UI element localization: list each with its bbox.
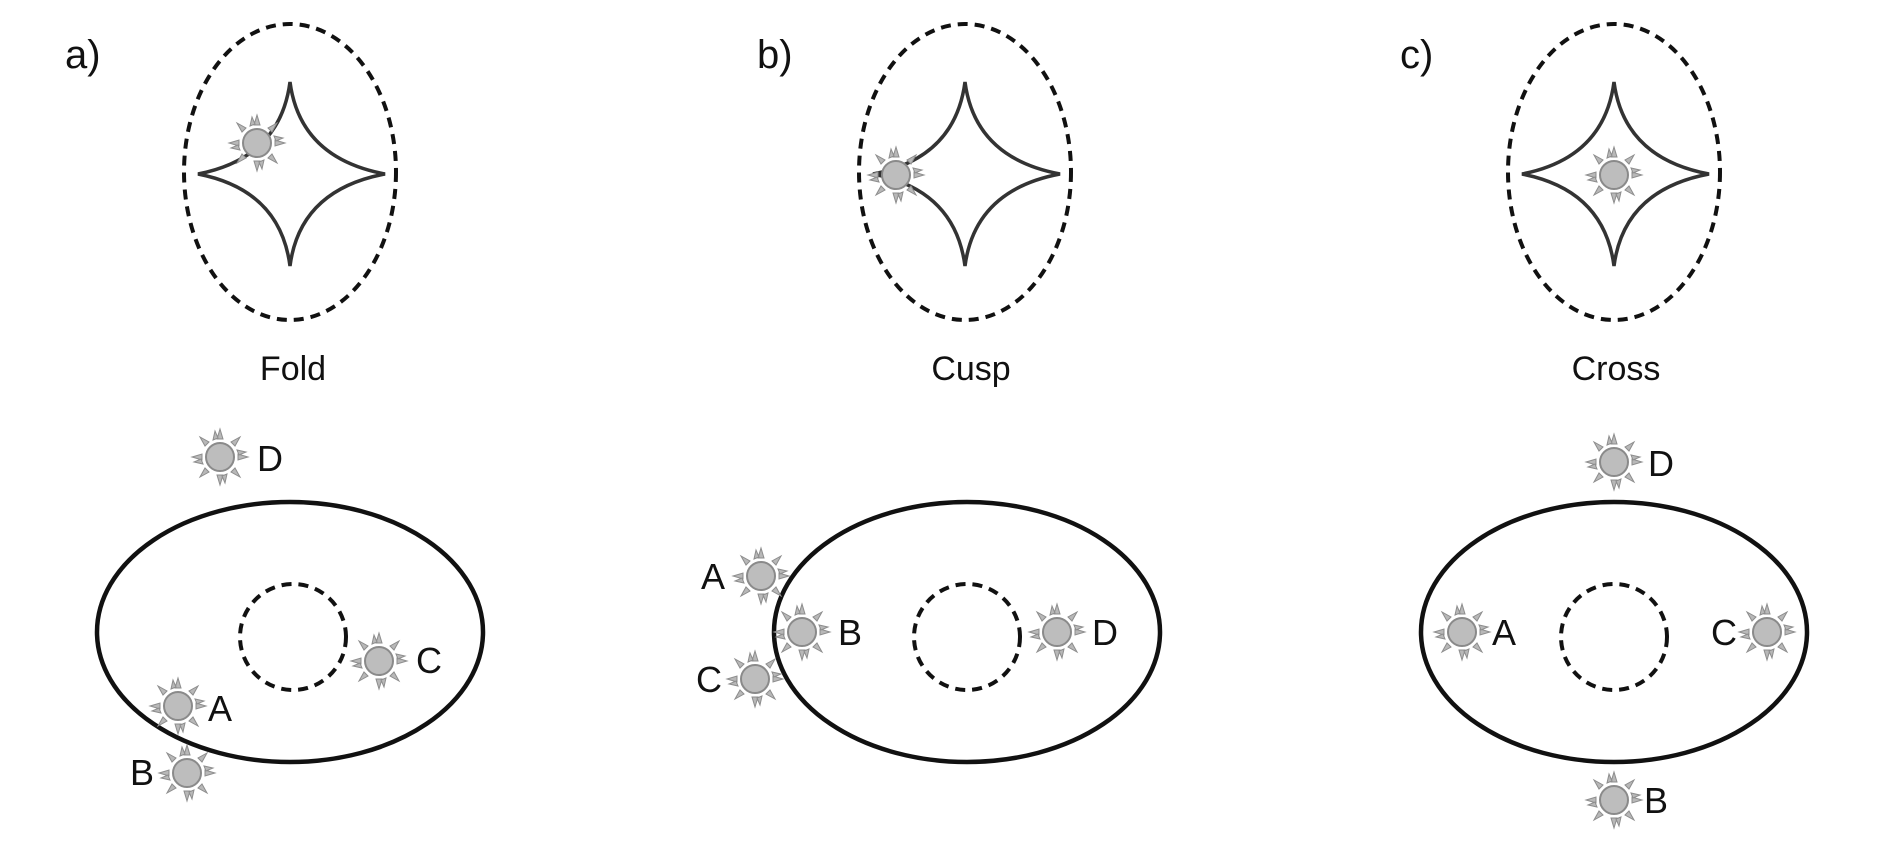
astroid-caustic [197, 81, 386, 267]
image-c-star-icon [350, 632, 408, 690]
image-d-star-icon [1585, 433, 1643, 491]
critical-curve-outer-dashed [182, 22, 398, 322]
image-label-b: B [1644, 780, 1668, 821]
image-label-c: C [696, 659, 722, 700]
image-b-star-icon [158, 744, 216, 802]
panel-fold: a) Fold D C A B [65, 22, 486, 802]
source-star-icon [228, 114, 286, 172]
image-label-c: C [416, 640, 442, 681]
image-a-star-icon [149, 677, 207, 735]
image-label-b: B [838, 612, 862, 653]
image-d-star-icon [1028, 603, 1086, 661]
critical-curve-inner-dashed [1559, 582, 1669, 692]
caption: Cross [1572, 350, 1661, 388]
panel-cross: c) Cross D A C B [1400, 22, 1810, 829]
image-d-star-icon [191, 428, 249, 486]
critical-curve-outer [94, 499, 486, 765]
panel-tag: c) [1400, 33, 1433, 77]
image-label-a: A [1492, 612, 1516, 653]
astroid-caustic [872, 81, 1061, 267]
image-plane: D A C B [1418, 433, 1810, 829]
source-plane [857, 22, 1073, 322]
critical-curve-inner-dashed [912, 582, 1022, 692]
critical-curve-outer [1418, 499, 1810, 765]
image-a-star-icon [1433, 603, 1491, 661]
source-star-icon [867, 146, 925, 204]
image-b-star-icon [773, 603, 831, 661]
image-plane: D C A B [94, 428, 486, 802]
image-label-d: D [1092, 612, 1118, 653]
critical-curve-outer-dashed [857, 22, 1073, 322]
panel-tag: b) [757, 33, 793, 77]
panel-cusp: b) Cusp A B C D [696, 22, 1163, 765]
image-c-star-icon [1738, 603, 1796, 661]
image-plane: A B C D [696, 499, 1163, 765]
astroid-caustic [1521, 81, 1710, 267]
critical-curve-inner-dashed [238, 582, 348, 692]
image-b-star-icon [1585, 771, 1643, 829]
image-label-d: D [257, 438, 283, 479]
image-c-star-icon [726, 650, 784, 708]
critical-curve-outer-dashed [1506, 22, 1722, 322]
caption: Fold [260, 350, 326, 388]
image-label-b: B [130, 752, 154, 793]
image-label-a: A [208, 688, 232, 729]
caption: Cusp [931, 350, 1010, 388]
source-plane [1506, 22, 1722, 322]
image-label-a: A [701, 556, 725, 597]
panel-tag: a) [65, 33, 101, 77]
image-label-d: D [1648, 443, 1674, 484]
source-star-icon [1585, 146, 1643, 204]
image-a-star-icon [732, 547, 790, 605]
image-label-c: C [1711, 612, 1737, 653]
source-plane [182, 22, 398, 322]
